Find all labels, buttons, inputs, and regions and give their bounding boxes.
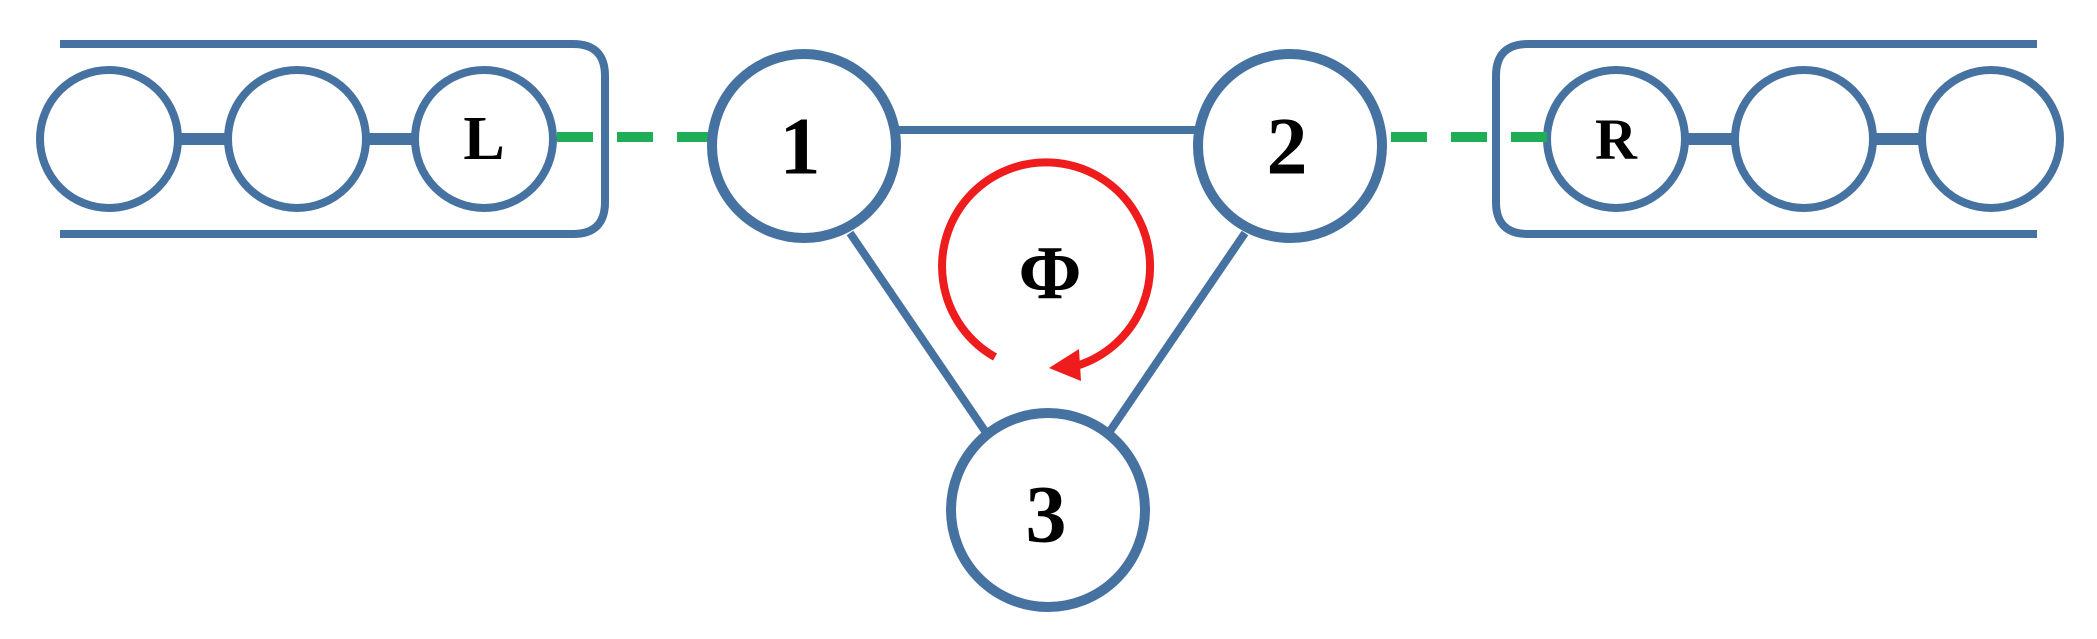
dot-3 (946, 408, 1150, 612)
right-lead-site-outer (1918, 66, 2064, 212)
left-lead-site-middle (224, 66, 370, 212)
flux-label: Φ (1018, 231, 1081, 315)
left-lead-frame (60, 40, 609, 238)
dot-3-label: 3 (1026, 469, 1067, 560)
left-lead-site-outer (36, 66, 182, 212)
dots (707, 49, 1387, 612)
left-lead-site-edge (411, 66, 557, 212)
dot-bonds (846, 126, 1249, 437)
dot-1 (707, 49, 901, 243)
right-lead-label: R (1595, 107, 1638, 172)
flux-arrowhead (1049, 349, 1081, 381)
right-lead (1492, 40, 2064, 238)
dot-2-label: 2 (1267, 101, 1308, 192)
left-lead (36, 40, 609, 238)
flux-arc (938, 158, 1155, 370)
dot-2 (1193, 49, 1387, 243)
right-lead-site-middle (1731, 66, 1877, 212)
flux-arrow-icon (938, 158, 1155, 381)
left-lead-label: L (463, 105, 504, 173)
dot-1-label: 1 (780, 101, 821, 192)
right-lead-frame (1492, 40, 2037, 238)
bond-2-3 (1104, 230, 1249, 437)
bond-1-3 (846, 230, 991, 437)
